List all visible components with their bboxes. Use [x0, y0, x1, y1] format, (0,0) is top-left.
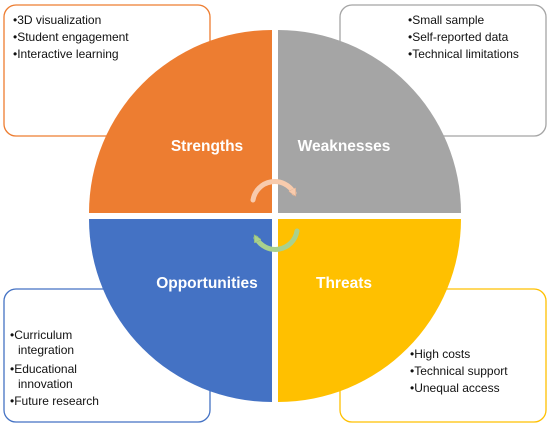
opportunities-label: Opportunities: [156, 275, 258, 292]
strengths-quadrant: [89, 30, 272, 213]
threats-item: •Technical support: [410, 364, 508, 378]
strengths-item: •Student engagement: [13, 30, 129, 44]
weaknesses-item: •Small sample: [408, 13, 485, 27]
threats-item: •High costs: [410, 347, 470, 361]
cycle-arrow-bottom-icon: [253, 228, 300, 252]
strengths-item: •3D visualization: [13, 13, 101, 27]
opportunities-quadrant: [89, 219, 272, 402]
cycle-arrow-top-icon: [250, 179, 297, 203]
weaknesses-item: •Self-reported data: [408, 30, 509, 44]
weaknesses-item: •Technical limitations: [408, 47, 519, 61]
weaknesses-quadrant: [278, 30, 461, 213]
threats-quadrant: [278, 219, 461, 402]
strengths-item: •Interactive learning: [13, 47, 119, 61]
threats-item: •Unequal access: [410, 381, 500, 395]
weaknesses-label: Weaknesses: [298, 138, 391, 155]
strengths-label: Strengths: [171, 138, 243, 155]
opportunities-item: •Future research: [10, 394, 99, 408]
threats-label: Threats: [316, 275, 372, 292]
